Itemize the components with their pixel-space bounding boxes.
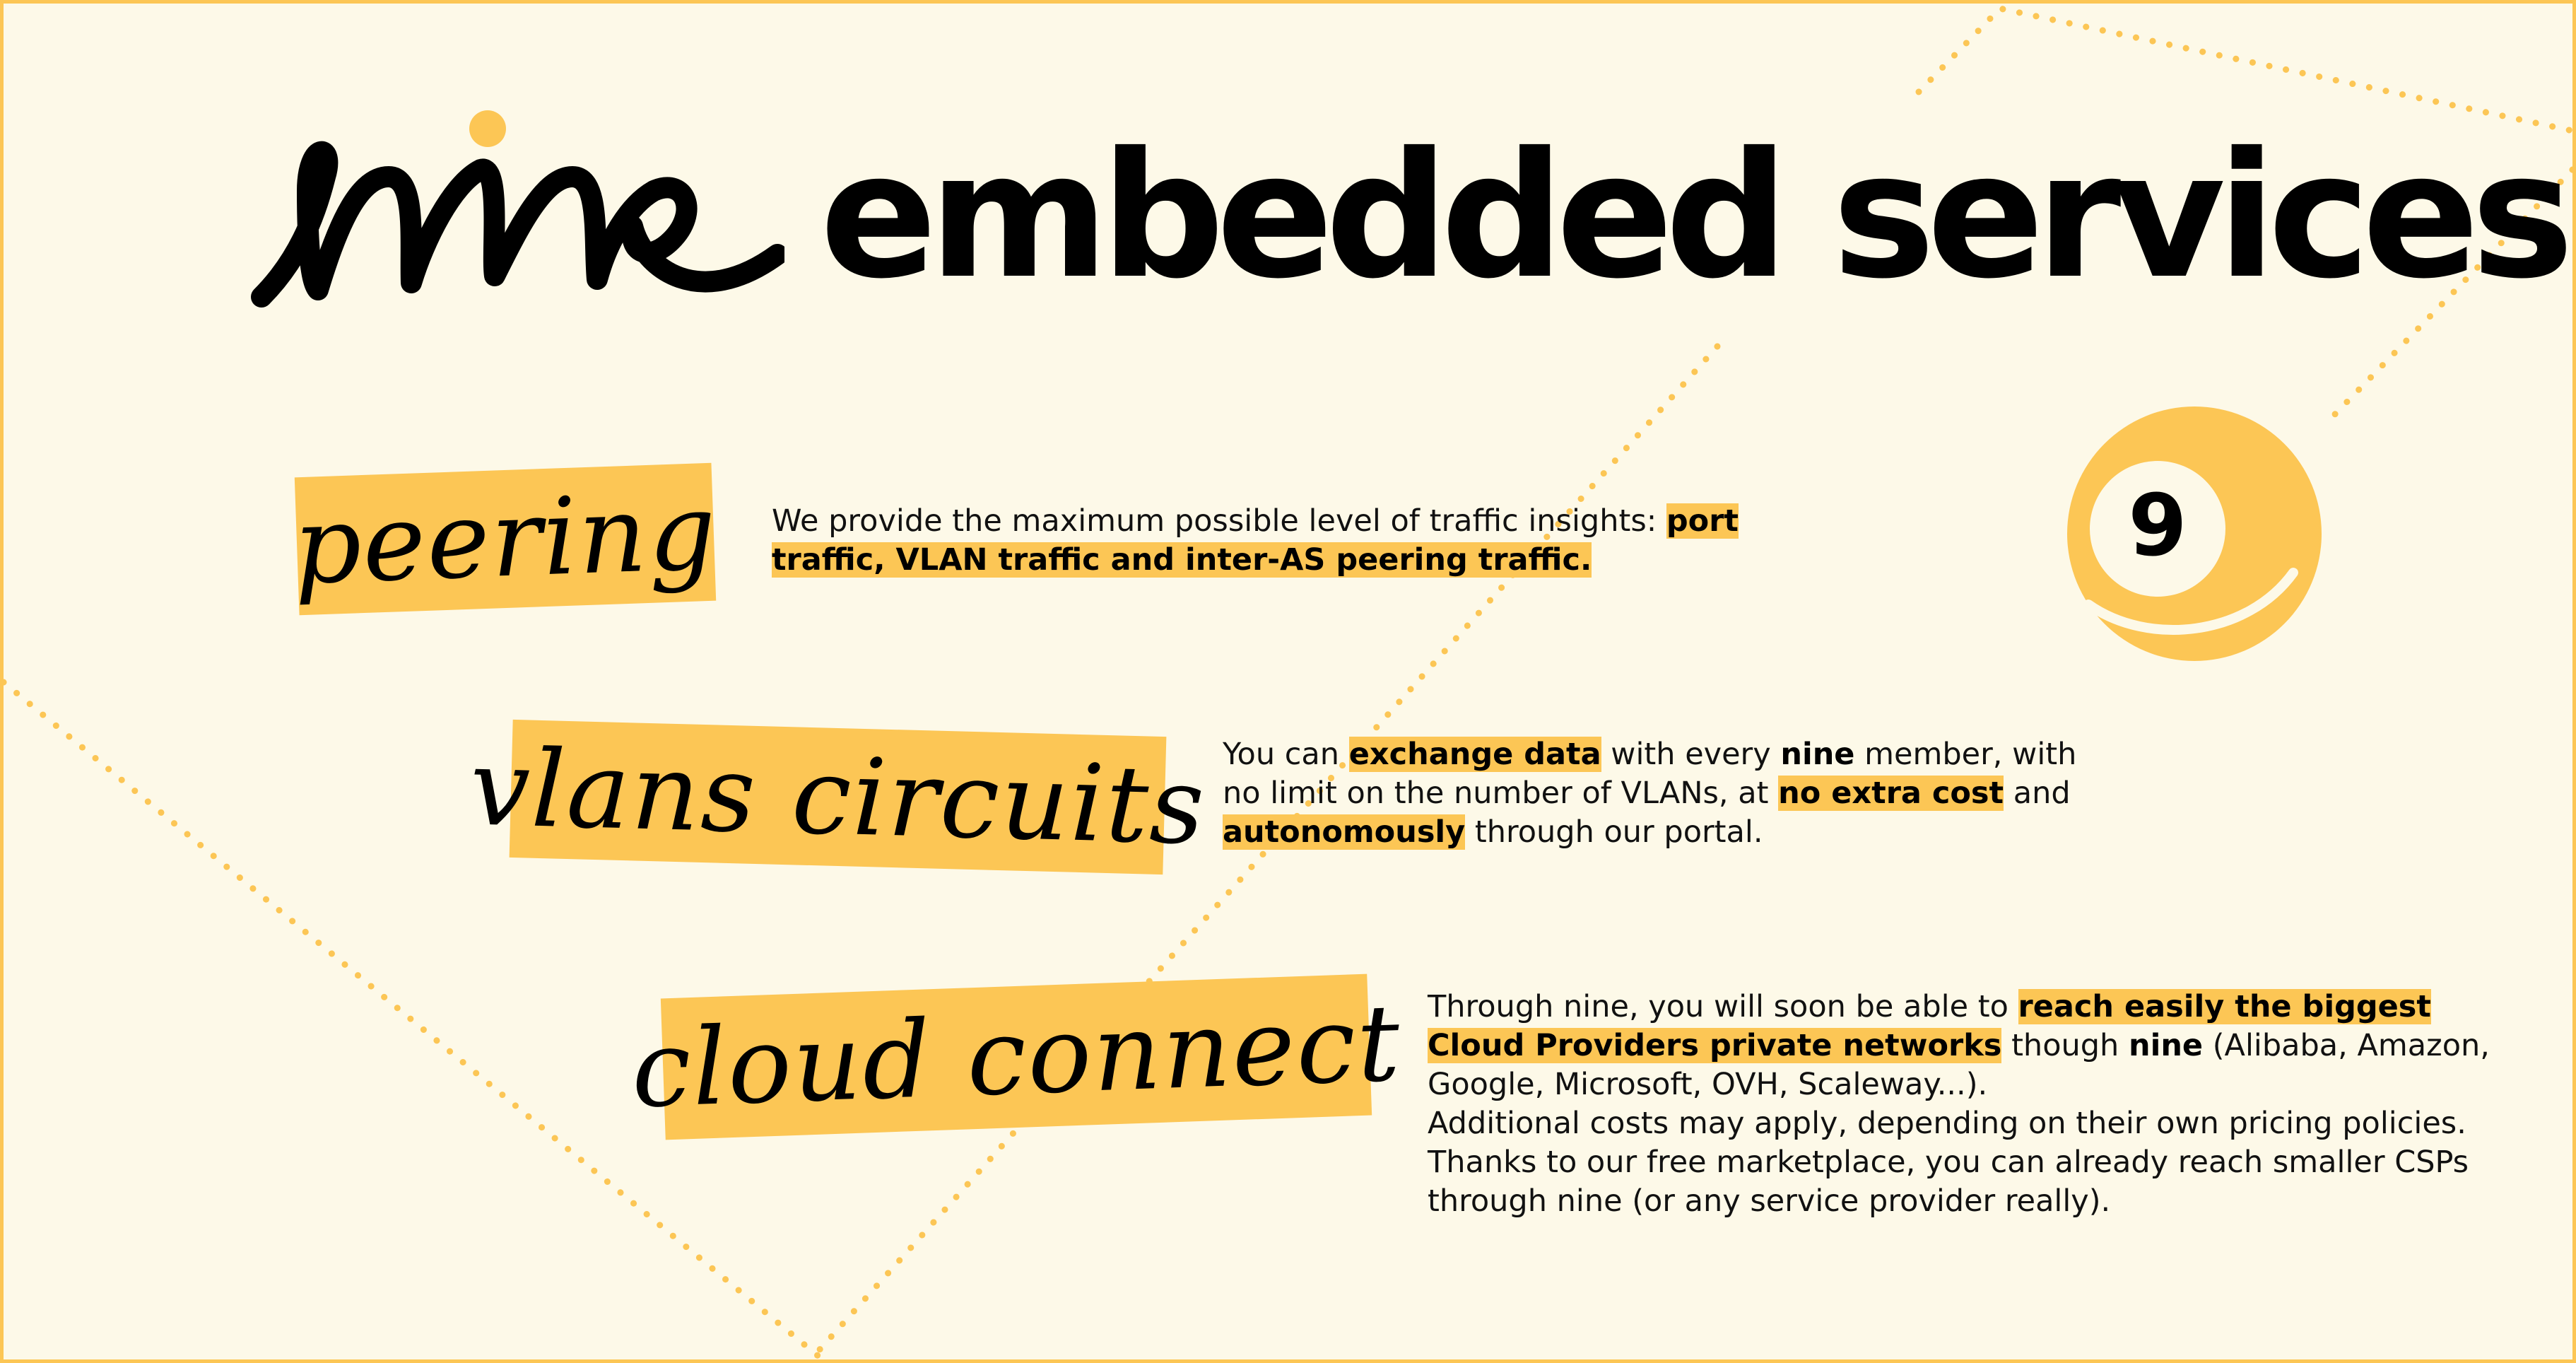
- title-text: embedded services: [820, 115, 2574, 317]
- dotted-line-right: [2329, 166, 2576, 421]
- description-text: and: [2004, 776, 2071, 811]
- description-text: member, with: [1854, 737, 2077, 772]
- description-line: Cloud Providers private networks though …: [1428, 1026, 2490, 1065]
- highlighted-text: traffic, VLAN traffic and inter-AS peeri…: [772, 542, 1592, 578]
- description-text: Through nine, you will soon be able to: [1428, 989, 2018, 1024]
- vlans-circuits-description: You can exchange data with every nine me…: [1223, 735, 2076, 852]
- page-title: nine embedded services: [247, 99, 2574, 332]
- tag-vlans-circuits-label: vlans circuits: [468, 725, 1208, 869]
- highlighted-text: port: [1666, 503, 1739, 539]
- tag-vlans-circuits: vlans circuits: [469, 719, 1207, 875]
- description-text: nine: [1780, 737, 1855, 772]
- highlighted-text: no extra cost: [1778, 776, 2004, 811]
- description-text: You can: [1223, 737, 1349, 772]
- description-line: Through nine, you will soon be able to r…: [1428, 988, 2490, 1026]
- description-text: Additional costs may apply, depending on…: [1428, 1106, 2466, 1141]
- tag-cloud-connect-label: cloud connect: [629, 982, 1404, 1132]
- description-text: We provide the maximum possible level of…: [772, 503, 1666, 539]
- tag-peering: peering: [291, 462, 719, 616]
- description-line: Google, Microsoft, OVH, Scaleway...).: [1428, 1065, 2490, 1104]
- dotted-line-diagonal: [809, 343, 1721, 1361]
- description-line: Thanks to our free marketplace, you can …: [1428, 1143, 2490, 1182]
- highlighted-text: exchange data: [1348, 737, 1601, 772]
- nine-logo: nine: [251, 110, 784, 308]
- highlighted-text: autonomously: [1223, 814, 1466, 850]
- description-line: We provide the maximum possible level of…: [772, 502, 1739, 541]
- description-line: no limit on the number of VLANs, at no e…: [1223, 774, 2076, 813]
- highlighted-text: reach easily the biggest: [2018, 989, 2431, 1024]
- peering-description: We provide the maximum possible level of…: [772, 502, 1739, 580]
- description-line: traffic, VLAN traffic and inter-AS peeri…: [772, 541, 1739, 580]
- description-text: through our portal.: [1465, 814, 1763, 850]
- dotted-line-top-right: [1915, 5, 2576, 134]
- cloud-connect-description: Through nine, you will soon be able to r…: [1428, 988, 2490, 1221]
- ball-number: 9: [2128, 477, 2187, 575]
- description-text: through nine (or any service provider re…: [1428, 1183, 2111, 1219]
- description-line: You can exchange data with every nine me…: [1223, 735, 2076, 774]
- description-text: nine: [2128, 1028, 2204, 1063]
- dotted-line-left: [0, 679, 823, 1361]
- description-text: though: [2001, 1028, 2129, 1063]
- description-text: (Alibaba, Amazon,: [2203, 1028, 2490, 1063]
- description-line: Additional costs may apply, depending on…: [1428, 1104, 2490, 1143]
- description-text: Google, Microsoft, OVH, Scaleway...).: [1428, 1067, 1988, 1102]
- description-text: with every: [1601, 737, 1781, 772]
- billiard-ball-icon: 9: [2067, 406, 2322, 661]
- description-text: Thanks to our free marketplace, you can …: [1428, 1145, 2469, 1180]
- tag-cloud-connect: cloud connect: [630, 973, 1403, 1140]
- description-line: through nine (or any service provider re…: [1428, 1182, 2490, 1221]
- tag-peering-label: peering: [291, 470, 719, 608]
- highlighted-text: Cloud Providers private networks: [1428, 1028, 2002, 1063]
- logo-dot: [469, 110, 506, 147]
- description-text: no limit on the number of VLANs, at: [1223, 776, 1779, 811]
- description-line: autonomously through our portal.: [1223, 813, 2076, 852]
